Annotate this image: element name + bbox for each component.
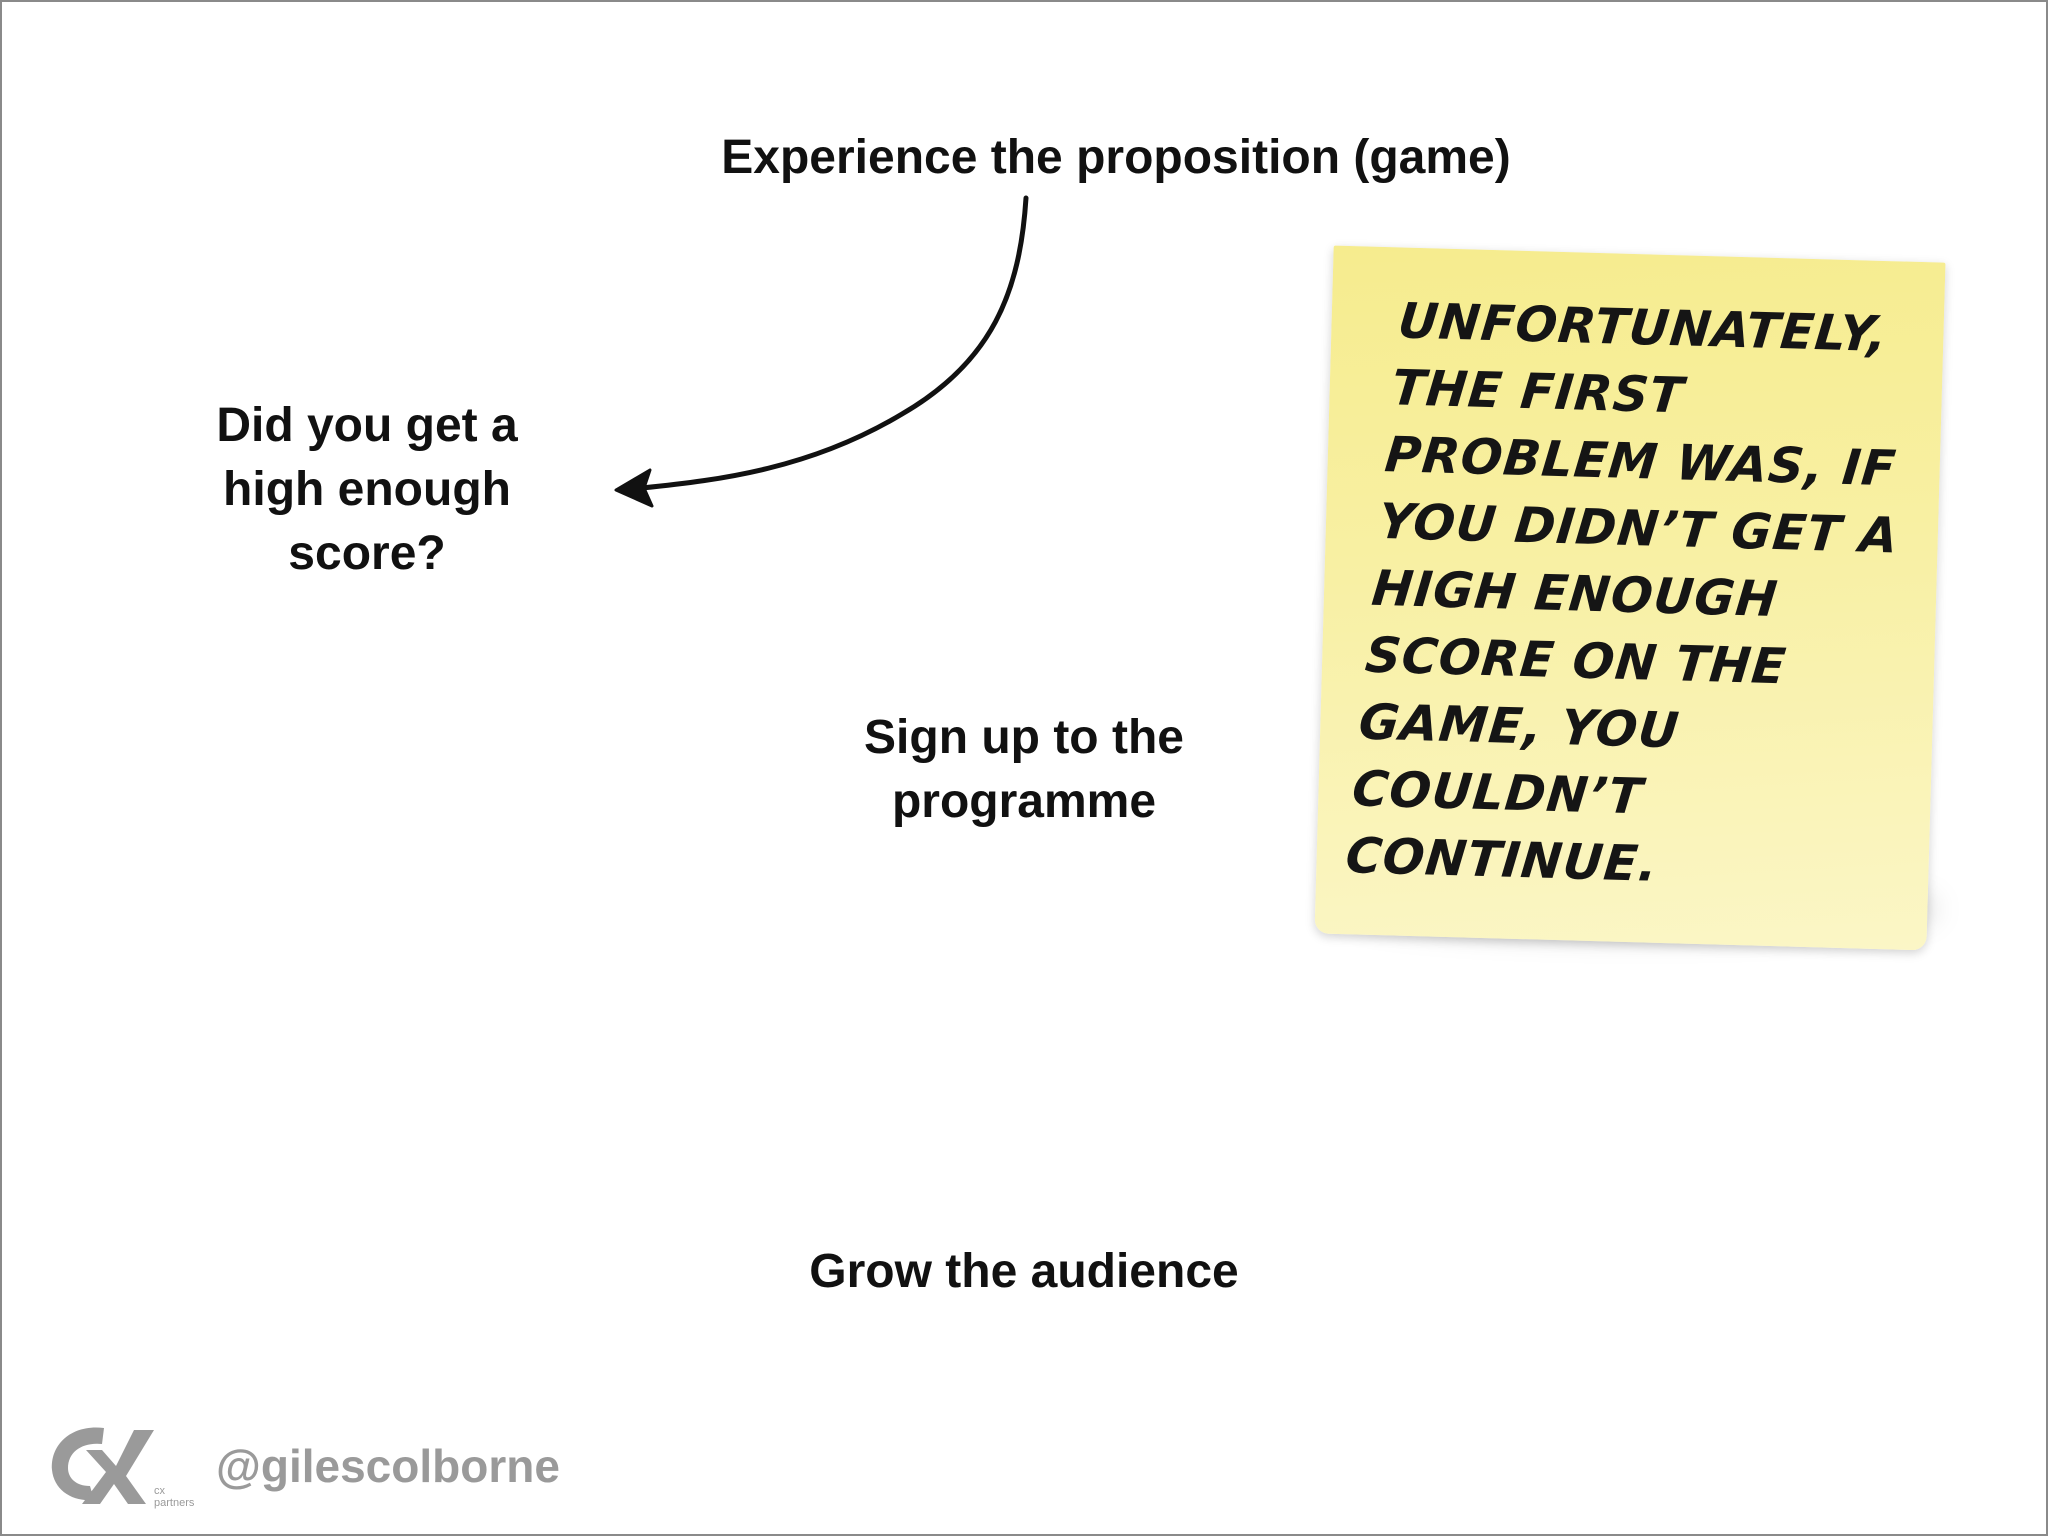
footer-twitter-handle: @gilescolborne <box>216 1440 560 1492</box>
cx-partners-logo-wordmark: cx <box>154 1485 166 1497</box>
node-sign-up: Sign up to the programme <box>864 711 1184 828</box>
sticky-note-text: Unfortunately, the first problem was, if… <box>1343 292 1902 893</box>
sticky-note-paper: Unfortunately, the first problem was, if… <box>1314 245 1946 951</box>
node-experience-proposition: Experience the proposition (game) <box>721 131 1511 184</box>
flow-arrow-head <box>614 468 654 508</box>
node-grow-audience: Grow the audience <box>809 1245 1239 1298</box>
node-high-enough-score: Did you get a high enough score? <box>216 399 518 580</box>
cx-partners-logo-icon: cx partners <box>51 1427 195 1509</box>
flow-arrow-curve <box>639 195 1029 491</box>
sticky-note: Unfortunately, the first problem was, if… <box>1314 245 1964 974</box>
svg-text:partners: partners <box>154 1497 195 1509</box>
